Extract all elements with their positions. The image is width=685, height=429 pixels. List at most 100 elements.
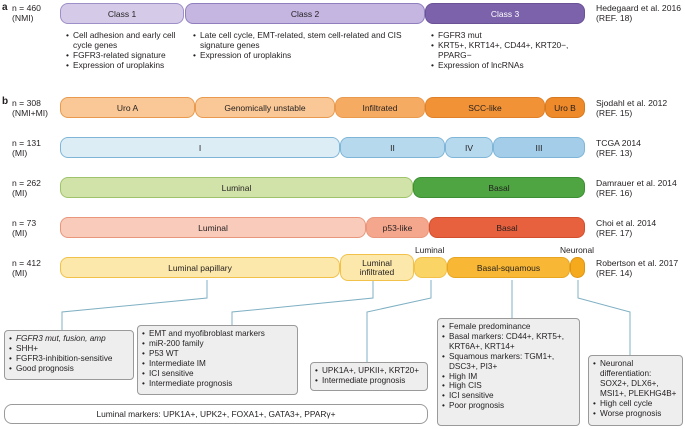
segment-luminal <box>414 257 447 278</box>
box-bullet: Poor prognosis <box>442 401 575 411</box>
row-sjodahl-reference: Sjodahl et al. 2012 (REF. 15) <box>596 98 667 118</box>
box-bullet: ICI sensitive <box>142 369 293 379</box>
ref-author: Choi et al. 2014 <box>596 218 657 228</box>
segment-label: Uro A <box>116 102 139 113</box>
segment-label: Infiltrated <box>362 102 398 113</box>
row-robertson-n: n = 412 (MI) <box>12 258 41 278</box>
segment-basal-squamous: Basal-squamous <box>447 257 570 278</box>
panel-a-ref-number: (REF. 18) <box>596 13 633 23</box>
row-tcga-reference: TCGA 2014 (REF. 13) <box>596 138 641 158</box>
box-bullet: High IM <box>442 372 575 382</box>
segment-label: Luminal papillary <box>168 262 232 273</box>
class-2-bar: Class 2 <box>185 3 425 24</box>
segment-label: Luminal <box>198 222 228 233</box>
class-3-bar: Class 3 <box>425 3 585 24</box>
segment-tcga-iii: III <box>493 137 585 158</box>
box-bullet: P53 WT <box>142 349 293 359</box>
segment-label: Basal-squamous <box>476 262 541 273</box>
row-sjodahl-n-count: n = 308 <box>12 98 41 108</box>
class-1-bar: Class 1 <box>60 3 184 24</box>
basal-squamous-box: Female predominance Basal markers: CD44+… <box>437 318 580 426</box>
luminal-infiltrated-box: EMT and myofibroblast markers miR-200 fa… <box>137 325 298 395</box>
box-bullet: Neuronal differentiation: SOX2+, DLX6+, … <box>593 359 678 399</box>
box-bullet: Worse prognosis <box>593 409 678 419</box>
segment-label: Uro B <box>554 102 576 113</box>
class-1-bullets: Cell adhesion and early cell cycle genes… <box>66 30 184 71</box>
segment-tcga-i: I <box>60 137 340 158</box>
segment-tcga-iv: IV <box>445 137 493 158</box>
connector-luminal-infiltrated <box>231 280 374 326</box>
panel-a-n: n = 460 (NMI) <box>12 3 41 23</box>
box-bullet: SHH+ <box>9 344 129 354</box>
panel-a-reference: Hedegaard et al. 2016 (REF. 18) <box>596 3 681 23</box>
connector-luminal <box>366 280 432 362</box>
segment-label: Luminal <box>221 182 252 193</box>
class-3-bullet: FGFR3 mut <box>431 30 591 41</box>
row-damrauer-n-count: n = 262 <box>12 178 41 188</box>
neuronal-box: Neuronal differentiation: SOX2+, DLX6+, … <box>588 355 683 426</box>
class-3-bullet: KRT5+, KRT14+, CD44+, KRT20−, PPARG− <box>431 40 591 61</box>
segment-luminal-papillary: Luminal papillary <box>60 257 340 278</box>
class-2-bullets: Late cell cycle, EMT-related, stem cell-… <box>193 30 418 61</box>
segment-label: IV <box>464 142 474 153</box>
row-damrauer-n: n = 262 (MI) <box>12 178 41 198</box>
box-bullet: UPK1A+, UPKII+, KRT20+ <box>315 366 423 376</box>
segment-label: I <box>198 142 202 153</box>
segment-uro-a: Uro A <box>60 97 195 118</box>
segment-infiltrated: Infiltrated <box>335 97 425 118</box>
class-3-label: Class 3 <box>490 8 520 19</box>
row-robertson-n-count: n = 412 <box>12 258 41 268</box>
segment-label: II <box>390 142 395 153</box>
row-damrauer-reference: Damrauer et al. 2014 (REF. 16) <box>596 178 677 198</box>
class-2-label: Class 2 <box>290 8 320 19</box>
ref-number: (REF. 14) <box>596 268 633 278</box>
row-choi-n: n = 73 (MI) <box>12 218 36 238</box>
panel-a-label: a <box>2 2 8 13</box>
segment-choi-luminal: Luminal <box>60 217 366 238</box>
row-tcga-n: n = 131 (MI) <box>12 138 41 158</box>
luminal-papillary-box: FGFR3 mut, fusion, amp SHH+ FGFR3-inhibi… <box>4 330 134 380</box>
segment-label: p53-like <box>382 222 413 233</box>
ref-author: TCGA 2014 <box>596 138 641 148</box>
connector-luminal-papillary <box>61 280 208 330</box>
row-robertson-n-type: (MI) <box>12 268 28 278</box>
luminal-box: UPK1A+, UPKII+, KRT20+ Intermediate prog… <box>310 362 428 391</box>
row-tcga-n-count: n = 131 <box>12 138 41 148</box>
segment-label: Luminal infiltrated <box>359 257 395 277</box>
segment-label: Genomically unstable <box>224 102 306 113</box>
luminal-top-label: Luminal <box>415 245 445 255</box>
class-2-bullet: Late cell cycle, EMT-related, stem cell-… <box>193 30 418 51</box>
segment-choi-basal: Basal <box>429 217 585 238</box>
row-choi-n-count: n = 73 <box>12 218 37 228</box>
ref-author: Sjodahl et al. 2012 <box>596 98 668 108</box>
panel-a-n-count: n = 460 <box>12 3 41 13</box>
ref-number: (REF. 13) <box>596 148 633 158</box>
ref-number: (REF. 17) <box>596 228 633 238</box>
box-bullet: ICI sensitive <box>442 391 575 401</box>
luminal-markers-bar: Luminal markers: UPK1A+, UPK2+, FOXA1+, … <box>4 404 428 424</box>
segment-label: III <box>535 142 543 153</box>
segment-label: Basal <box>496 222 518 233</box>
class-3-bullet: Expression of lncRNAs <box>431 60 591 71</box>
class-1-bullet: Cell adhesion and early cell cycle genes <box>66 30 184 51</box>
ref-author: Damrauer et al. 2014 <box>596 178 677 188</box>
row-tcga-n-type: (MI) <box>12 148 28 158</box>
box-bullet: Basal markers: CD44+, KRT5+, KRT6A+, KRT… <box>442 332 575 352</box>
panel-a-ref-author: Hedegaard et al. 2016 <box>596 3 682 13</box>
connector-neuronal <box>577 280 631 355</box>
box-bullet: FGFR3-inhibition-sensitive <box>9 354 129 364</box>
segment-luminal-infiltrated: Luminal infiltrated <box>340 254 414 281</box>
box-bullet: High CIS <box>442 381 575 391</box>
box-bullet: Good prognosis <box>9 364 129 374</box>
ref-author: Robertson et al. 2017 <box>596 258 679 268</box>
box-bullet: Squamous markers: TGM1+, DSC3+, PI3+ <box>442 352 575 372</box>
box-bullet: miR-200 family <box>142 339 293 349</box>
row-damrauer-n-type: (MI) <box>12 188 28 198</box>
segment-label: Basal <box>488 182 510 193</box>
ref-number: (REF. 16) <box>596 188 633 198</box>
panel-a-n-type: (NMI) <box>12 13 34 23</box>
class-1-bullet: FGFR3-related signature <box>66 50 184 61</box>
class-2-bullet: Expression of uroplakins <box>193 50 418 61</box>
row-choi-n-type: (MI) <box>12 228 28 238</box>
box-bullet: High cell cycle <box>593 399 678 409</box>
